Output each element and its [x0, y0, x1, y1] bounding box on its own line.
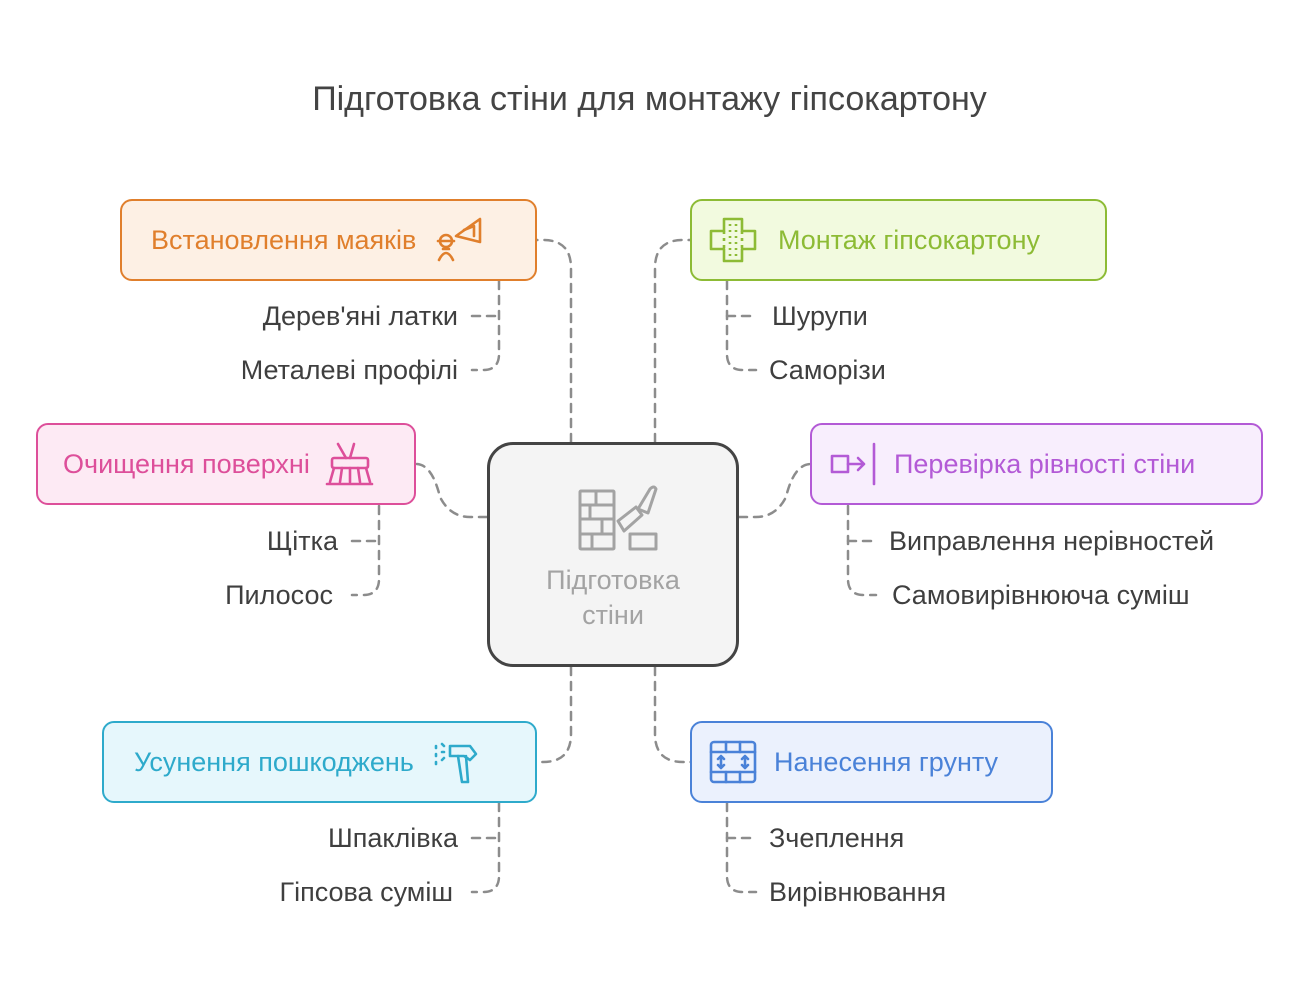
topic-primer-label: Нанесення грунту — [774, 746, 999, 777]
topic-levelcheck-label: Перевірка рівності стіни — [894, 448, 1196, 479]
center-label-line1: Підготовка — [546, 565, 680, 595]
beacons-item-2: Металеві профілі — [240, 355, 458, 385]
cross-panel-icon — [709, 217, 757, 263]
topic-drywall[interactable]: Монтаж гіпсокартону — [690, 199, 1107, 281]
repair-item-1: Шпаклівка — [327, 823, 458, 853]
drywall-item-2: Саморізи — [769, 355, 886, 385]
level-arrow-icon — [830, 442, 876, 486]
levelcheck-item-2: Самовирівнююча суміш — [892, 580, 1190, 610]
topic-repair[interactable]: Усунення пошкоджень — [102, 721, 537, 803]
cleaning-item-2: Пилосос — [225, 580, 333, 610]
repair-item-2: Гіпсова суміш — [279, 877, 453, 907]
topic-levelcheck[interactable]: Перевірка рівності стіни — [810, 423, 1263, 505]
center-node: Підготовка стіни — [487, 442, 739, 667]
topic-beacons[interactable]: Встановлення маяків — [120, 199, 537, 281]
drywall-item-1: Шурупи — [772, 301, 868, 331]
topic-repair-label: Усунення пошкоджень — [134, 746, 414, 777]
primer-item-2: Вирівнювання — [769, 877, 947, 907]
surveyor-icon — [437, 217, 482, 262]
topic-cleaning[interactable]: Очищення поверхні — [36, 423, 416, 505]
hammer-icon — [434, 742, 478, 784]
center-label: Підготовка стіни — [490, 563, 736, 633]
beacons-item-1: Дерев'яні латки — [262, 301, 458, 331]
topic-drywall-label: Монтаж гіпсокартону — [778, 224, 1040, 255]
diagram-title: Підготовка стіни для монтажу гіпсокартон… — [312, 80, 987, 118]
primer-item-1: Зчеплення — [769, 823, 905, 853]
topic-beacons-label: Встановлення маяків — [151, 224, 417, 255]
cleaning-brush-icon — [325, 442, 374, 486]
cleaning-item-1: Щітка — [266, 526, 338, 556]
topic-cleaning-label: Очищення поверхні — [63, 448, 310, 479]
levelcheck-item-1: Виправлення нерівностей — [889, 526, 1215, 556]
center-label-line2: стіни — [582, 600, 644, 630]
brick-trowel-icon — [578, 485, 658, 551]
topic-primer[interactable]: Нанесення грунту — [690, 721, 1053, 803]
primer-panel-icon — [709, 740, 757, 784]
